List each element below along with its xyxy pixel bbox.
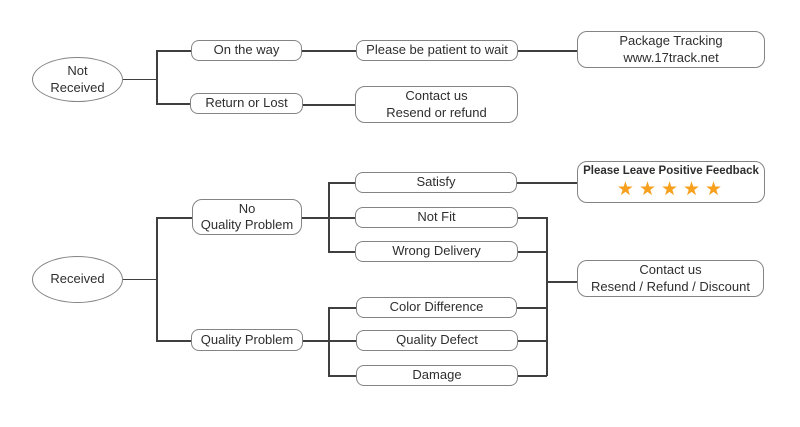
connector-line: [123, 278, 157, 280]
connector-line: [156, 217, 192, 219]
node-satisfy-label: Satisfy: [416, 174, 456, 190]
node-color-difference: Color Difference: [356, 297, 517, 318]
node-not-received-line2: Received: [50, 79, 105, 95]
connector-line: [302, 50, 356, 52]
node-package-tracking-line1: Package Tracking: [619, 33, 723, 49]
connector-line: [518, 50, 577, 52]
node-return-or-lost: Return or Lost: [190, 93, 303, 114]
node-contact-resend-refund-discount: Contact us Resend / Refund / Discount: [577, 260, 764, 297]
node-contact-resend-refund: Contact us Resend or refund: [355, 86, 518, 123]
node-contact-resend-refund-discount-line2: Resend / Refund / Discount: [591, 278, 750, 294]
connector-line: [303, 104, 355, 106]
connector-line: [518, 217, 547, 219]
connector-line: [518, 375, 547, 377]
connector-line: [156, 50, 158, 104]
node-contact-resend-refund-line1: Contact us: [405, 88, 468, 104]
connector-line: [517, 307, 547, 309]
connector-line: [303, 340, 329, 342]
node-received-label: Received: [50, 271, 105, 287]
node-wrong-delivery-label: Wrong Delivery: [392, 243, 481, 259]
node-package-tracking-line2: www.17track.net: [623, 49, 719, 65]
node-no-quality-problem-line2: Quality Problem: [200, 217, 294, 232]
connector-line: [328, 217, 355, 219]
connector-line: [156, 217, 158, 341]
node-quality-defect-label: Quality Defect: [396, 332, 478, 348]
node-contact-resend-refund-line2: Resend or refund: [386, 104, 487, 120]
connector-line: [517, 182, 577, 184]
node-quality-problem: Quality Problem: [191, 329, 303, 351]
node-no-quality-problem: No Quality Problem: [192, 199, 302, 235]
node-damage-label: Damage: [412, 367, 462, 383]
node-positive-feedback: Please Leave Positive Feedback ★★★★★: [577, 161, 765, 203]
node-not-fit: Not Fit: [355, 207, 518, 228]
node-quality-defect: Quality Defect: [356, 330, 518, 351]
node-received: Received: [32, 256, 123, 303]
node-positive-feedback-label: Please Leave Positive Feedback: [583, 165, 759, 178]
connector-line: [546, 217, 548, 376]
connector-line: [328, 375, 356, 377]
connector-line: [328, 307, 356, 309]
node-no-quality-problem-line1: No: [238, 200, 256, 216]
node-be-patient-label: Please be patient to wait: [366, 42, 508, 58]
connector-line: [123, 78, 157, 80]
node-color-difference-label: Color Difference: [389, 299, 484, 315]
node-contact-resend-refund-discount-line1: Contact us: [639, 262, 702, 278]
connector-line: [518, 251, 547, 253]
connector-line: [328, 307, 330, 376]
connector-line: [156, 103, 190, 105]
connector-line: [328, 251, 355, 253]
node-not-fit-label: Not Fit: [417, 209, 456, 225]
node-not-received-line1: Not: [67, 63, 88, 79]
node-quality-problem-label: Quality Problem: [200, 331, 294, 347]
node-on-the-way: On the way: [191, 40, 302, 61]
five-star-rating-icon: ★★★★★: [616, 177, 728, 200]
connector-line: [328, 182, 355, 184]
node-wrong-delivery: Wrong Delivery: [355, 241, 518, 262]
connector-line: [156, 50, 191, 52]
node-satisfy: Satisfy: [355, 172, 517, 193]
node-return-or-lost-label: Return or Lost: [205, 95, 288, 111]
node-be-patient: Please be patient to wait: [356, 40, 518, 61]
node-damage: Damage: [356, 365, 518, 386]
connector-line: [156, 340, 191, 342]
connector-line: [518, 340, 547, 342]
connector-line: [328, 340, 356, 342]
node-on-the-way-label: On the way: [213, 42, 280, 58]
connector-line: [546, 281, 577, 283]
node-not-received: Not Received: [32, 57, 123, 102]
connector-line: [302, 217, 329, 219]
node-package-tracking: Package Tracking www.17track.net: [577, 31, 765, 68]
